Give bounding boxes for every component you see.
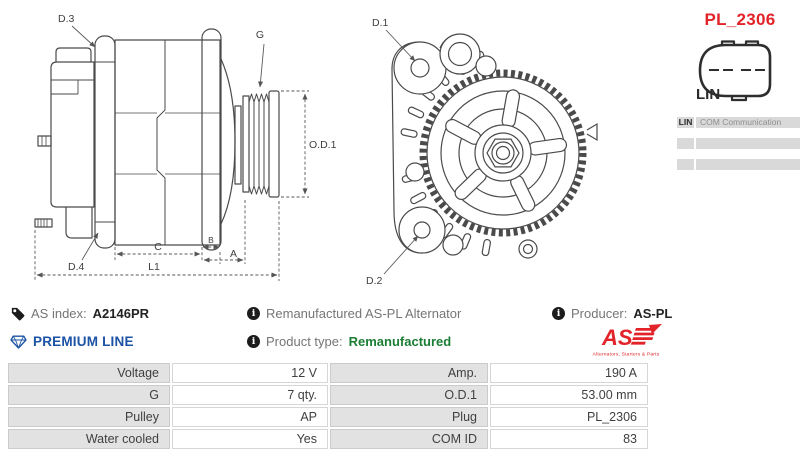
premium-line-row: PREMIUM LINE — [10, 334, 134, 349]
spec-label: Voltage — [8, 363, 170, 383]
leader-lines — [383, 29, 419, 275]
table-row: Pulley AP Plug PL_2306 — [8, 407, 648, 427]
product-description-row: i Remanufactured AS-PL Alternator — [247, 306, 461, 321]
spec-label: Amp. — [330, 363, 488, 383]
pin-description — [696, 138, 800, 149]
diamond-icon — [10, 335, 27, 349]
info-icon: i — [552, 307, 565, 320]
spec-value: 190 A — [490, 363, 648, 383]
connector-type-label: LIN — [696, 86, 721, 103]
dim-label-d3: D.3 — [58, 13, 75, 25]
dim-label-d2: D.2 — [366, 275, 383, 287]
logo-tagline: Alternators, Starters & Parts — [593, 352, 660, 358]
dim-label-a: A — [230, 248, 237, 260]
spec-label: O.D.1 — [330, 385, 488, 405]
plug-pin-table: LIN COM Communication — [677, 117, 800, 180]
product-type-row: i Product type: Remanufactured — [247, 334, 451, 349]
connector-drawing — [698, 40, 772, 102]
as-pl-logo: AS Alternators, Starters & Parts — [593, 324, 662, 358]
pin-name — [677, 159, 694, 170]
dim-label-b: B — [208, 235, 214, 245]
fan-spokes — [445, 89, 568, 212]
pin-description — [696, 159, 800, 170]
alternator-front-outline — [391, 33, 598, 259]
pin-row — [677, 159, 800, 170]
spec-label: Plug — [330, 407, 488, 427]
as-index-label: AS index: — [31, 306, 87, 321]
spec-value: 7 qty. — [172, 385, 328, 405]
spec-table: Voltage 12 V Amp. 190 A G 7 qty. O.D.1 5… — [8, 363, 648, 451]
mounting-lugs — [393, 33, 538, 259]
spec-value: Yes — [172, 429, 328, 449]
product-description: Remanufactured AS-PL Alternator — [266, 306, 462, 321]
spec-value: AP — [172, 407, 328, 427]
spec-value: 53.00 mm — [490, 385, 648, 405]
table-row: Voltage 12 V Amp. 190 A — [8, 363, 648, 383]
info-icon: i — [247, 307, 260, 320]
side-view-technical-drawing: D.3 G O.D.1 D.4 C B A L1 — [34, 13, 337, 281]
dim-label-c: C — [154, 241, 162, 253]
logo-text: AS — [601, 325, 633, 350]
pin-row — [677, 138, 800, 149]
front-view-technical-drawing: D.1 D.2 — [366, 17, 598, 287]
producer-value: AS-PL — [633, 306, 673, 321]
tag-icon — [11, 307, 25, 321]
dim-label-od1: O.D.1 — [309, 139, 337, 151]
product-type-value: Remanufactured — [348, 334, 452, 349]
table-row: Water cooled Yes COM ID 83 — [8, 429, 648, 449]
spec-label: Pulley — [8, 407, 170, 427]
spec-label: COM ID — [330, 429, 488, 449]
producer-row: i Producer: AS-PL — [552, 306, 672, 321]
as-index-value: A2146PR — [92, 306, 150, 321]
info-icon: i — [247, 335, 260, 348]
pin-description: COM Communication — [696, 117, 800, 128]
product-type-label: Product type: — [266, 334, 343, 349]
spec-label: Water cooled — [8, 429, 170, 449]
pin-name: LIN — [677, 117, 694, 128]
table-row: G 7 qty. O.D.1 53.00 mm — [8, 385, 648, 405]
spec-value: PL_2306 — [490, 407, 648, 427]
logo-flag — [649, 324, 662, 334]
premium-line-label: PREMIUM LINE — [33, 334, 134, 349]
spec-label: G — [8, 385, 170, 405]
logo-stripes — [630, 324, 662, 345]
as-index-row: AS index: A2146PR — [10, 306, 149, 321]
pin-name — [677, 138, 694, 149]
producer-label: Producer: — [571, 306, 628, 321]
pin-row: LIN COM Communication — [677, 117, 800, 128]
dimension-lines — [34, 90, 309, 281]
shaft-nut — [474, 124, 532, 182]
dim-label-d4: D.4 — [68, 261, 85, 273]
dim-label-l1: L1 — [148, 261, 160, 273]
stator-ring — [419, 69, 587, 237]
plug-code: PL_2306 — [704, 10, 776, 29]
connector-body — [698, 40, 772, 102]
alternator-side-outline — [34, 28, 280, 251]
dim-label-g: G — [256, 29, 264, 41]
spec-value: 12 V — [172, 363, 328, 383]
leader-lines — [71, 25, 265, 261]
dim-label-d1: D.1 — [372, 17, 389, 29]
spec-value: 83 — [490, 429, 648, 449]
